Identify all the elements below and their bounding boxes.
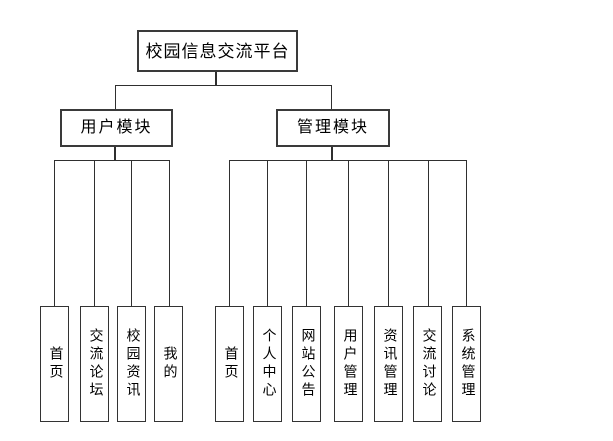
root-node-label: 校园信息交流平台 — [145, 41, 290, 61]
leaf-node-admin-system-management-label: 系统管理 — [459, 328, 475, 400]
connector-root-stem — [215, 72, 217, 85]
leaf-node-user-home-label: 首页 — [47, 346, 63, 382]
leaf-node-admin-user-management: 用户管理 — [334, 306, 363, 422]
leaf-node-user-campus-news-label: 校园资讯 — [124, 328, 140, 400]
connector-user-drop — [94, 161, 95, 306]
leaf-node-user-campus-news: 校园资讯 — [117, 306, 146, 422]
leaf-node-admin-home: 首页 — [215, 306, 244, 422]
leaf-node-admin-site-announcement: 网站公告 — [292, 306, 321, 422]
connector-admin-drop — [306, 161, 307, 306]
module-node-admin-label: 管理模块 — [296, 119, 369, 136]
leaf-node-user-mine-label: 我的 — [161, 346, 177, 382]
leaf-node-admin-personal-center: 个人中心 — [253, 306, 282, 422]
leaf-node-user-mine: 我的 — [154, 306, 183, 422]
root-node-platform: 校园信息交流平台 — [137, 30, 298, 72]
connector-user-drop — [169, 161, 170, 306]
connector-user-drop — [54, 161, 55, 306]
connector-admin-drop — [466, 161, 467, 306]
connector-drop-user-module — [115, 85, 116, 109]
leaf-node-admin-home-label: 首页 — [222, 346, 238, 382]
leaf-node-admin-news-management-label: 资讯管理 — [381, 328, 397, 400]
connector-user-drop — [131, 161, 132, 306]
module-node-user-label: 用户模块 — [80, 119, 153, 136]
connector-admin-drop — [388, 161, 389, 306]
leaf-node-admin-system-management: 系统管理 — [452, 306, 481, 422]
connector-user-stem — [114, 147, 116, 161]
module-node-user: 用户模块 — [60, 109, 173, 147]
leaf-node-user-forum: 交流论坛 — [80, 306, 109, 422]
module-node-admin: 管理模块 — [276, 109, 390, 147]
leaf-node-admin-site-announcement-label: 网站公告 — [299, 328, 315, 400]
connector-admin-drop — [428, 161, 429, 306]
connector-drop-admin-module — [331, 85, 332, 109]
connector-user-hbar — [54, 160, 170, 161]
connector-level1-hbar — [115, 85, 332, 86]
leaf-node-admin-user-management-label: 用户管理 — [341, 328, 357, 400]
connector-admin-drop — [267, 161, 268, 306]
connector-admin-hbar — [229, 160, 467, 161]
connector-admin-drop — [229, 161, 230, 306]
leaf-node-admin-news-management: 资讯管理 — [374, 306, 403, 422]
leaf-node-admin-personal-center-label: 个人中心 — [260, 328, 276, 400]
leaf-node-admin-discussion: 交流讨论 — [413, 306, 442, 422]
leaf-node-user-home: 首页 — [40, 306, 69, 422]
connector-admin-drop — [348, 161, 349, 306]
leaf-node-admin-discussion-label: 交流讨论 — [420, 328, 436, 400]
connector-admin-stem — [331, 147, 333, 161]
leaf-node-user-forum-label: 交流论坛 — [87, 328, 103, 400]
